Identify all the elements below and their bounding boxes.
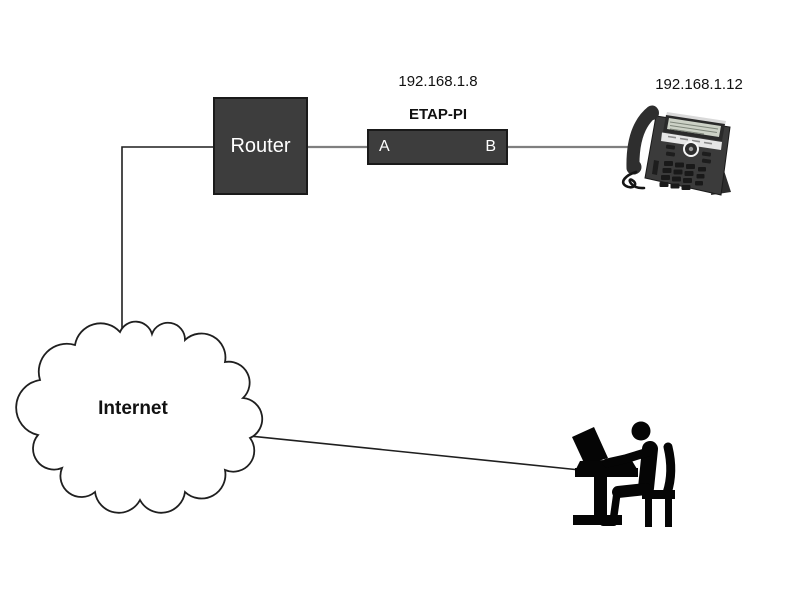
etap-name-label: ETAP-PI [408, 106, 468, 123]
chair-front-leg [645, 499, 652, 527]
phone-ip-label: 192.168.1.12 [655, 76, 743, 93]
desk-stem [594, 477, 607, 519]
chair-backrest [662, 442, 676, 498]
chair-seat [642, 490, 675, 499]
internet-label: Internet [98, 398, 168, 419]
etap-node: A B [367, 129, 508, 165]
etap-port-b-label: B [485, 138, 496, 155]
person-shin [609, 489, 621, 526]
person-arm [602, 447, 653, 468]
connectors [121, 145, 636, 471]
connector-internet-router [121, 146, 213, 338]
laptop-screen [572, 427, 608, 465]
desk-top [575, 468, 638, 477]
person-at-desk-icon [572, 421, 676, 527]
ip-phone-icon [621, 105, 731, 196]
person-thigh [612, 483, 652, 498]
etap-port-a-label: A [379, 138, 390, 155]
person-head [631, 421, 651, 441]
chair-rear-leg [665, 499, 672, 527]
cloud-icon [15, 320, 264, 514]
etap-ip-label: 192.168.1.8 [398, 73, 478, 90]
router-node: Router [213, 97, 308, 195]
connector-internet-workstation [249, 435, 581, 471]
router-label: Router [230, 134, 291, 157]
desk-base [573, 515, 622, 525]
